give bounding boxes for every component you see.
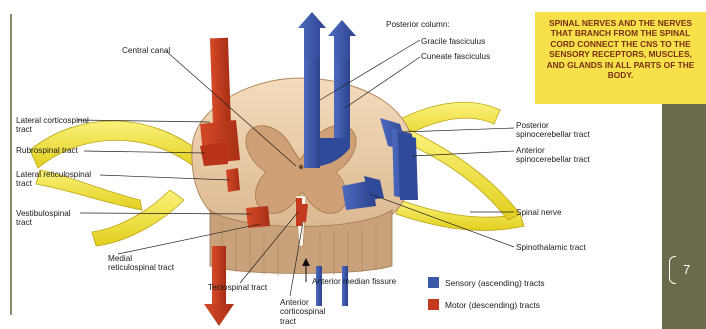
legend-sensory-label: Sensory (ascending) tracts [445,278,545,288]
central-canal-shape [299,165,303,169]
label-gracile-fasciculus: Gracile fasciculus [421,37,485,46]
label-central-canal: Central canal [122,46,170,55]
page-number-badge: 7 [669,256,699,284]
label-medial-reticulospinal: Medial reticulospinal tract [108,254,174,273]
label-vestibulospinal: Vestibulospinal tract [16,209,71,228]
label-anterior-spinocerebellar: Anterior spinocerebellar tract [516,146,590,165]
page-number: 7 [683,256,690,284]
legend-motor-label: Motor (descending) tracts [445,300,540,310]
label-posterior-spinocerebellar: Posterior spinocerebellar tract [516,121,590,140]
label-lateral-corticospinal: Lateral corticospinal tract [16,116,89,135]
rubrospinal-tract-shape [200,142,228,166]
label-spinal-nerve: Spinal nerve [516,208,562,217]
label-anterior-corticospinal: Anterior corticospinal tract [280,298,326,326]
bracket-icon [669,256,676,284]
legend-sensory-swatch [428,277,439,288]
label-spinothalamic: Spinothalamic tract [516,243,586,252]
label-rubrospinal: Rubrospinal tract [16,146,78,155]
label-tectospinal: Tectospinal tract [208,283,267,292]
callout-box: SPINAL NERVES AND THE NERVES THAT BRANCH… [535,12,706,104]
label-anterior-median-fissure: Anterior median fissure [312,277,396,286]
legend-motor-swatch [428,299,439,310]
slide-sidebar [662,104,706,329]
label-posterior-column: Posterior column: [386,20,450,29]
label-cuneate-fasciculus: Cuneate fasciculus [421,52,490,61]
label-lateral-reticulospinal: Lateral reticulospinal tract [16,170,91,189]
